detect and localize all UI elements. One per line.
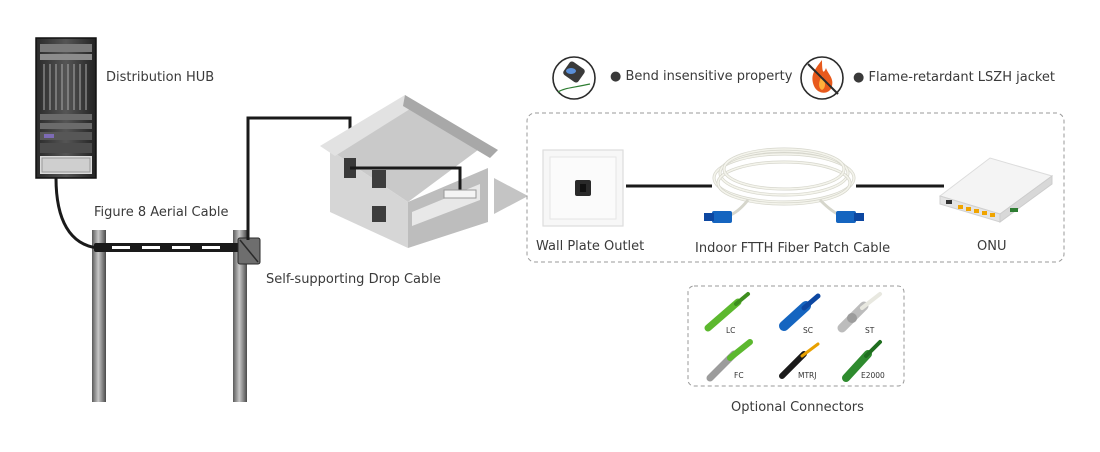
bend-cable-icon [552,56,596,100]
utility-pole-right [233,230,247,402]
indoor-components-box [526,112,1065,263]
label-figure-8-aerial-cable: Figure 8 Aerial Cable [94,205,229,220]
flame-prohibited-icon [800,56,844,100]
mtrj-connector-icon [779,342,820,379]
sc-connector-left [704,211,732,223]
fiber-patch-cable-coil [712,147,856,218]
feature-bend-insensitive: ● Bend insensitive property [610,69,793,84]
label-wall-plate-outlet: Wall Plate Outlet [536,239,645,254]
st-connector-icon [837,292,882,333]
e2000-connector-icon [842,340,882,382]
sc-connector-right [836,211,864,223]
label-distribution-hub: Distribution HUB [106,70,215,85]
optional-connectors-box [687,285,905,387]
wall-plate-outlet [542,149,624,227]
figure-8-aerial-cable [94,243,246,252]
connector-label-sc: SC [803,326,813,335]
lc-connector-icon [704,292,750,332]
connector-label-e2000: E2000 [861,371,885,380]
utility-pole-left [92,230,106,402]
fc-connector-icon [706,339,753,382]
connector-label-lc: LC [726,326,735,335]
sc-connector-icon [779,293,821,331]
onu-device [938,157,1054,223]
label-onu: ONU [977,239,1007,254]
distribution-hub-rack [35,37,97,179]
house-illustration [320,95,528,248]
hub-feeder-cable [54,177,99,250]
label-indoor-ftth-patch-cable: Indoor FTTH Fiber Patch Cable [695,241,891,256]
drop-cable-clamp [237,237,261,265]
connector-label-st: ST [865,326,875,335]
connector-label-mtrj: MTRJ [798,371,816,380]
connector-label-fc: FC [734,371,744,380]
label-optional-connectors: Optional Connectors [731,400,864,415]
label-self-supporting-drop-cable: Self-supporting Drop Cable [266,272,441,287]
feature-flame-retardant: ● Flame-retardant LSZH jacket [853,70,1056,85]
